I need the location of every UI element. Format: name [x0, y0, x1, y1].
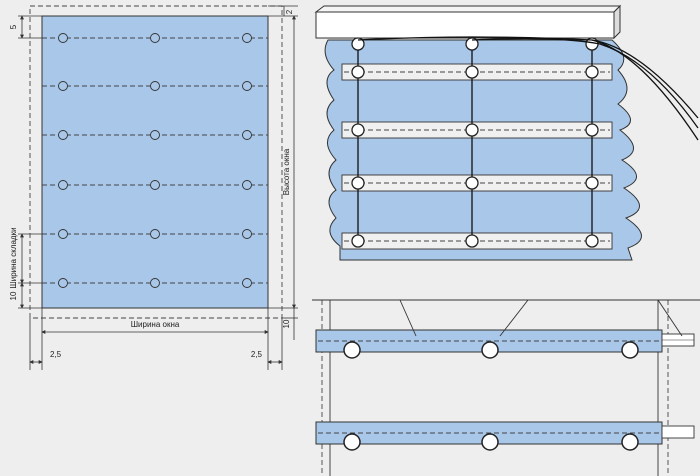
- ring-icon: [58, 180, 68, 190]
- ring-icon: [351, 176, 365, 190]
- ring-icon: [58, 130, 68, 140]
- strip-detail: [312, 299, 700, 476]
- ring-icon: [58, 229, 68, 239]
- window-height-label: Высота окна: [282, 148, 291, 195]
- pattern-drawing: 5 2 Высота окна 10 Ширина складки: [9, 5, 298, 370]
- cord-icon: [357, 36, 699, 240]
- ring-icon: [585, 234, 599, 248]
- dim-top-offset-label: 5: [9, 24, 18, 29]
- ring-icon: [465, 176, 479, 190]
- ring-icon: [58, 81, 68, 91]
- ring-icon: [150, 180, 160, 190]
- fabric-panel: [41, 15, 269, 309]
- dim-window-height: Высота окна: [268, 15, 298, 309]
- left-margin-label: 2,5: [50, 350, 62, 359]
- blind-fabric: [324, 39, 642, 261]
- dim-fold-width: Ширина складки: [9, 227, 42, 289]
- ring-row: [42, 229, 268, 239]
- dim-bottom-fold: 10: [9, 282, 42, 309]
- ring-icon: [351, 234, 365, 248]
- dim-window-width: Ширина окна: [41, 320, 269, 334]
- ring-icon: [465, 65, 479, 79]
- ring-icon: [150, 229, 160, 239]
- ring-icon: [58, 33, 68, 43]
- window-width-label: Ширина окна: [131, 320, 180, 329]
- ring-row: [42, 33, 268, 43]
- dim-bottom-margin-label: 10: [282, 319, 291, 328]
- right-margin-label: 2,5: [251, 350, 263, 359]
- ring-icon: [242, 130, 252, 140]
- ring-icon: [585, 176, 599, 190]
- ring-icon: [343, 433, 361, 451]
- dim-bottom-margin: 10: [282, 308, 298, 340]
- ring-icon: [465, 234, 479, 248]
- dim-top-margin-label: 2: [285, 9, 294, 14]
- ring-icon: [242, 229, 252, 239]
- ring-icon: [481, 341, 499, 359]
- ring-rows: [42, 33, 268, 288]
- ring-icon: [585, 65, 599, 79]
- ring-icon: [150, 278, 160, 288]
- ring-icon: [242, 33, 252, 43]
- ring-icon: [351, 123, 365, 137]
- rail-icon: [315, 11, 615, 39]
- ring-icon: [242, 180, 252, 190]
- fold-width-label: Ширина складки: [9, 227, 18, 288]
- ring-row: [42, 278, 268, 288]
- ring-icon: [351, 65, 365, 79]
- dim-bottom-fold-label: 10: [9, 291, 18, 300]
- dim-side-margins: 2,5 2,5: [29, 350, 283, 364]
- ring-icon: [150, 81, 160, 91]
- ring-icon: [621, 433, 639, 451]
- ring-icon: [621, 341, 639, 359]
- margin-outline: [29, 5, 283, 319]
- ring-icon: [465, 123, 479, 137]
- dim-top-offset: 5: [9, 15, 42, 39]
- ring-icon: [343, 341, 361, 359]
- ring-icon: [585, 123, 599, 137]
- ring-row: [42, 81, 268, 91]
- assembled-blind: [314, 4, 699, 261]
- ring-icon: [150, 130, 160, 140]
- ring-icon: [242, 81, 252, 91]
- ring-icon: [481, 433, 499, 451]
- ring-icon: [242, 278, 252, 288]
- ring-row: [42, 130, 268, 140]
- ring-row: [42, 180, 268, 190]
- rod-end: [661, 425, 695, 439]
- strip-rings: [351, 65, 599, 248]
- ring-icon: [150, 33, 160, 43]
- dim-top-margin: 2: [268, 5, 298, 17]
- ring-icon: [58, 278, 68, 288]
